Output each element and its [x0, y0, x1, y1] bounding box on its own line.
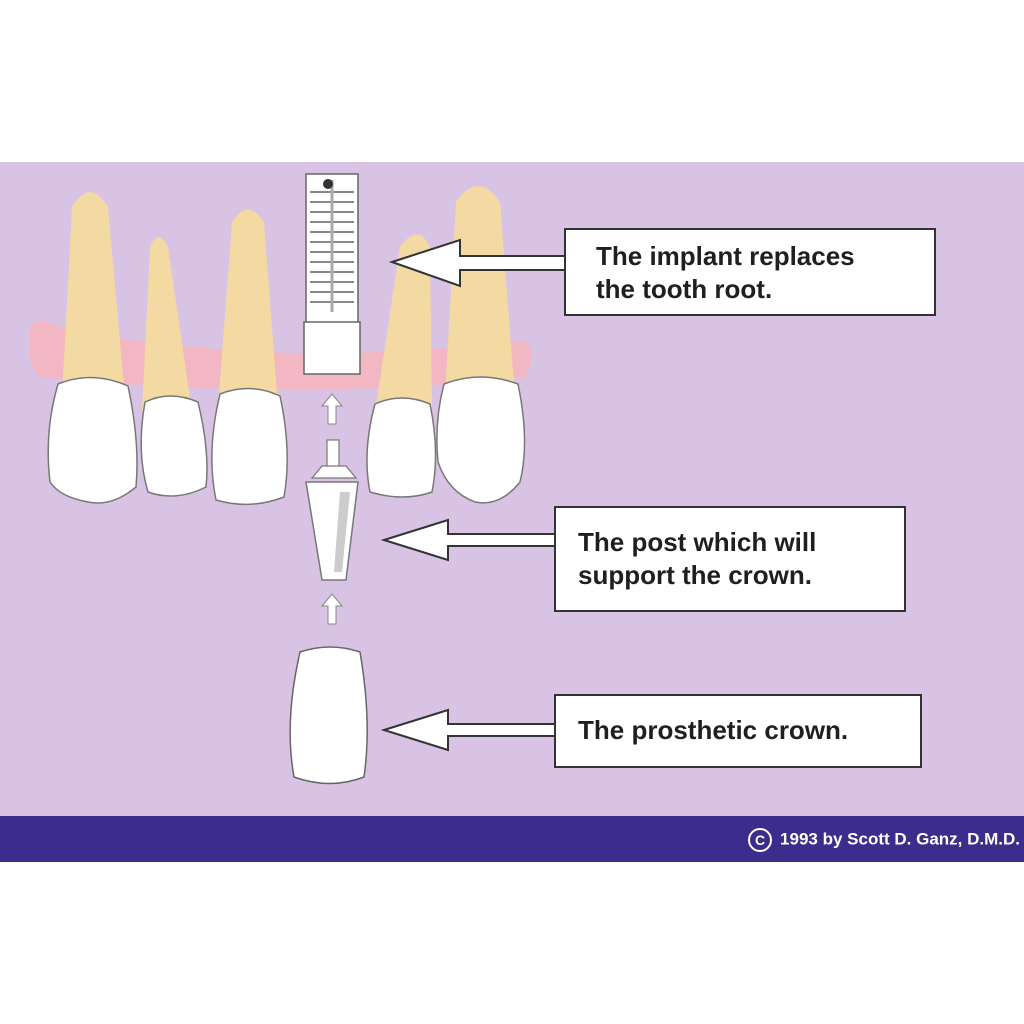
- dental-implant-illustration: [29, 173, 567, 785]
- tooth-crown-4: [366, 397, 437, 498]
- diagram-panel: The implant replaces the tooth root. The…: [0, 162, 1024, 862]
- callout-crown: The prosthetic crown.: [554, 694, 922, 768]
- callout-implant-line-2: the tooth root.: [596, 274, 773, 304]
- tooth-root-5: [445, 186, 515, 397]
- tooth-root-2: [142, 237, 192, 412]
- tooth-crown-2: [140, 395, 208, 497]
- tooth-crown-5: [436, 376, 526, 504]
- tooth-root-3: [218, 209, 278, 407]
- copyright-text: 1993 by Scott D. Ganz, D.M.D.: [780, 829, 1020, 849]
- tooth-root-1: [62, 192, 125, 397]
- up-arrow-1: [320, 393, 344, 425]
- up-arrow-2: [320, 593, 344, 625]
- copyright-notice: C 1993 by Scott D. Ganz, D.M.D.: [748, 828, 1020, 852]
- prosthetic-crown: [289, 646, 368, 785]
- callout-post: The post which will support the crown.: [554, 506, 906, 612]
- copyright-icon: C: [748, 828, 773, 852]
- implant-screw: [303, 173, 361, 375]
- callout-post-line-2: support the crown.: [578, 560, 812, 590]
- callout-post-line-1: The post which will: [578, 527, 817, 557]
- tooth-root-4: [375, 234, 432, 412]
- callout-crown-line-1: The prosthetic crown.: [578, 715, 849, 745]
- callout-implant: The implant replaces the tooth root.: [564, 228, 936, 316]
- callout-arrow-crown: [380, 708, 557, 752]
- callout-implant-line-1: The implant replaces: [596, 241, 855, 271]
- footer-band: C 1993 by Scott D. Ganz, D.M.D.: [0, 816, 1024, 862]
- tooth-crown-3: [211, 387, 288, 506]
- tooth-crown-1: [47, 376, 138, 504]
- callout-arrow-post: [380, 518, 557, 562]
- abutment-post: [305, 439, 359, 581]
